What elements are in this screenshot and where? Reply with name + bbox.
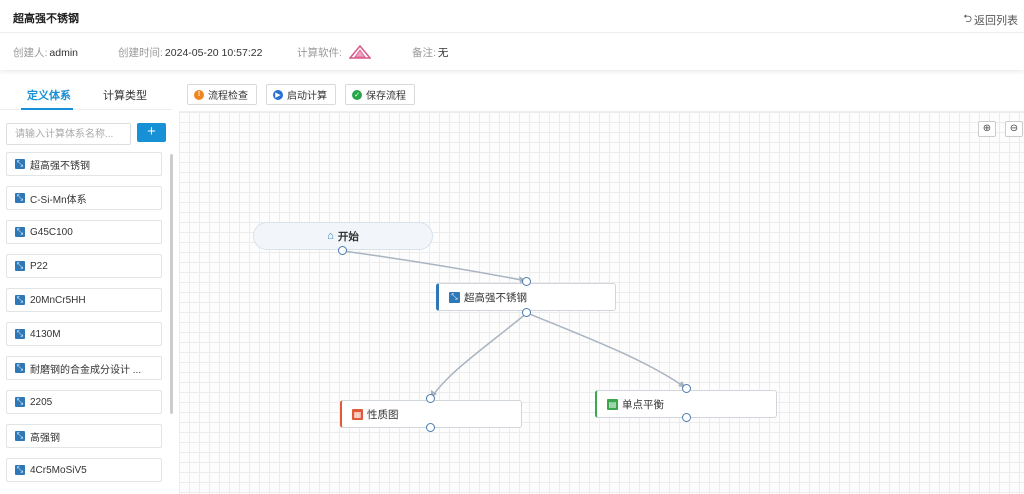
system-item-label: 2205 (30, 396, 53, 408)
start-calc-label: 启动计算 (287, 91, 327, 102)
system-item-label: 耐磨钢的合金成分设计 ... (30, 364, 142, 376)
node-port[interactable] (426, 394, 435, 403)
system-icon: ⤡ (15, 363, 25, 373)
node-port[interactable] (338, 246, 347, 255)
node-port[interactable] (522, 277, 531, 286)
home-icon: ⌂ (327, 230, 334, 242)
back-to-list-link[interactable]: ⮌ 返回列表 (963, 10, 1018, 29)
system-search-input[interactable] (6, 123, 131, 145)
system-list-item[interactable]: ⤡ 超高强不锈钢 (6, 152, 162, 176)
flow-canvas[interactable]: ⊕ ⊖ ⌂ 开始 ⤡ 超高强不锈钢 ▦ 性质图 ▤ 单点平衡 (179, 112, 1024, 494)
software-info: 计算软件: (297, 44, 371, 60)
system-icon: ⤡ (15, 261, 25, 271)
system-item-label: 高强钢 (30, 432, 60, 444)
info-bar: 创建人:admin 创建时间:2024-05-20 10:57:22 计算软件:… (0, 33, 1024, 70)
node-system[interactable]: ⤡ 超高强不锈钢 (436, 283, 616, 311)
property-diagram-icon: ▦ (352, 408, 363, 420)
system-item-label: P22 (30, 260, 48, 272)
software-logo-icon (348, 44, 371, 59)
system-list-item[interactable]: ⤡ 4130M (6, 322, 162, 346)
left-tabs: 定义体系 计算类型 (0, 76, 172, 110)
system-icon: ⤡ (15, 193, 25, 203)
system-list-item[interactable]: ⤡ 2205 (6, 390, 162, 414)
creator-value: admin (49, 47, 79, 59)
edge-system-to-balance (526, 312, 687, 389)
left-scrollbar[interactable] (170, 154, 173, 414)
node-balance-label: 单点平衡 (622, 398, 664, 411)
system-icon: ⤡ (15, 295, 25, 305)
remark-value: 无 (437, 47, 449, 59)
edge-start-to-system (342, 250, 528, 282)
system-list-item[interactable]: ⤡ 4Cr5MoSiV5 (6, 458, 162, 482)
undo-arrow-icon: ⮌ (963, 13, 972, 25)
zoom-out-icon[interactable]: ⊖ (1005, 121, 1023, 137)
remark-info: 备注:无 (412, 45, 448, 60)
warning-icon: ! (194, 89, 204, 100)
node-port[interactable] (682, 413, 691, 422)
node-port[interactable] (682, 384, 691, 393)
active-tab-indicator (21, 108, 73, 110)
left-panel: 定义体系 计算类型 + ⤡ 超高强不锈钢 ⤡ C-Si-Mn体系 ⤡ G45C100 … (0, 76, 173, 494)
remark-label: 备注: (412, 47, 436, 59)
start-calc-button[interactable]: ▶ 启动计算 (266, 84, 336, 105)
tab-calc-type[interactable]: 计算类型 (103, 90, 147, 102)
system-list: ⤡ 超高强不锈钢 ⤡ C-Si-Mn体系 ⤡ G45C100 ⤡ P22 ⤡ 20MnCr… (6, 152, 166, 492)
system-icon: ⤡ (15, 329, 25, 339)
system-item-label: G45C100 (30, 226, 73, 238)
system-list-item[interactable]: ⤡ 耐磨钢的合金成分设计 ... (6, 356, 162, 380)
node-port[interactable] (522, 308, 531, 317)
play-icon: ▶ (273, 89, 283, 100)
back-label: 返回列表 (974, 14, 1018, 27)
system-list-item[interactable]: ⤡ 高强钢 (6, 424, 162, 448)
flow-check-button[interactable]: ! 流程检查 (187, 84, 257, 105)
zoom-in-icon[interactable]: ⊕ (978, 121, 996, 137)
created-time-info: 创建时间:2024-05-20 10:57:22 (118, 45, 262, 60)
node-property-label: 性质图 (367, 408, 399, 421)
balance-icon: ▤ (607, 398, 618, 410)
save-flow-label: 保存流程 (366, 91, 406, 102)
node-start[interactable]: ⌂ 开始 (253, 222, 433, 250)
system-list-item[interactable]: ⤡ C-Si-Mn体系 (6, 186, 162, 210)
system-item-label: 4Cr5MoSiV5 (30, 464, 87, 476)
check-icon: ✓ (352, 89, 362, 100)
flow-check-label: 流程检查 (208, 91, 248, 102)
system-item-label: 20MnCr5HH (30, 294, 86, 306)
node-start-label: 开始 (337, 230, 359, 243)
system-icon: ⤡ (15, 397, 25, 407)
node-system-label: 超高强不锈钢 (464, 291, 527, 304)
software-label: 计算软件: (297, 47, 342, 59)
system-icon: ⤡ (15, 227, 25, 237)
system-item-label: C-Si-Mn体系 (30, 194, 87, 206)
creator-label: 创建人: (13, 47, 48, 59)
title-bar: 超高强不锈钢 ⮌ 返回列表 (0, 0, 1024, 33)
system-icon: ⤡ (15, 431, 25, 441)
edge-system-to-property (430, 312, 528, 399)
system-list-item[interactable]: ⤡ P22 (6, 254, 162, 278)
system-icon: ⤡ (15, 159, 25, 169)
tab-define-system[interactable]: 定义体系 (27, 90, 71, 102)
system-icon: ⤡ (15, 465, 25, 475)
created-time-label: 创建时间: (118, 47, 163, 59)
system-item-label: 超高强不锈钢 (30, 160, 90, 172)
system-list-item[interactable]: ⤡ 20MnCr5HH (6, 288, 162, 312)
system-list-item[interactable]: ⤡ G45C100 (6, 220, 162, 244)
system-item-label: 4130M (30, 328, 61, 340)
add-system-button[interactable]: + (137, 123, 166, 142)
creator-info: 创建人:admin (13, 45, 78, 60)
save-flow-button[interactable]: ✓ 保存流程 (345, 84, 415, 105)
node-port[interactable] (426, 423, 435, 432)
page-title: 超高强不锈钢 (13, 13, 79, 25)
system-icon: ⤡ (449, 291, 460, 303)
created-time-value: 2024-05-20 10:57:22 (164, 47, 263, 59)
flow-toolbar: ! 流程检查 ▶ 启动计算 ✓ 保存流程 (179, 76, 1024, 112)
